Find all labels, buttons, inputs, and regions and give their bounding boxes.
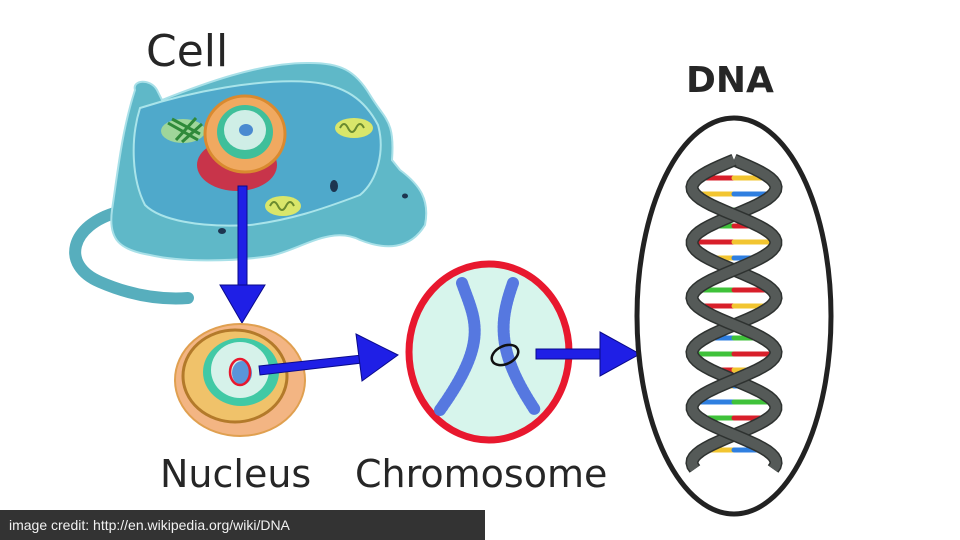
cell-ribosome-dark (330, 180, 338, 192)
label-cell: Cell (146, 26, 229, 77)
image-credit-bar: image credit: http://en.wikipedia.org/wi… (0, 510, 485, 540)
cell-vesicle-dark-2 (402, 193, 408, 199)
label-chromosome: Chromosome (355, 452, 608, 496)
chromosome-x (434, 277, 541, 416)
dna-ring (634, 115, 834, 517)
chromosome-illustration (405, 260, 573, 444)
dna-strand (686, 155, 782, 472)
cell-nucleus (203, 94, 287, 174)
cell-vesicle-dark (218, 228, 226, 234)
arrow-chromosome-to-dna (535, 331, 642, 377)
dna-illustration (634, 115, 834, 517)
cell-illustration (69, 61, 428, 305)
chromosome-highlight-ring (490, 343, 520, 367)
arrow-cell-to-nucleus (219, 185, 266, 324)
label-nucleus: Nucleus (160, 452, 312, 496)
nucleus-highlight-ring (228, 357, 252, 387)
nucleus-illustration (174, 323, 306, 437)
mitochondrion-icon (265, 118, 373, 216)
arrow-nucleus-to-chromosome (258, 333, 399, 382)
chloroplast-icon (161, 116, 205, 144)
dna-backbone (685, 154, 783, 473)
label-dna: DNA (686, 60, 774, 101)
cell-tail (69, 206, 194, 305)
